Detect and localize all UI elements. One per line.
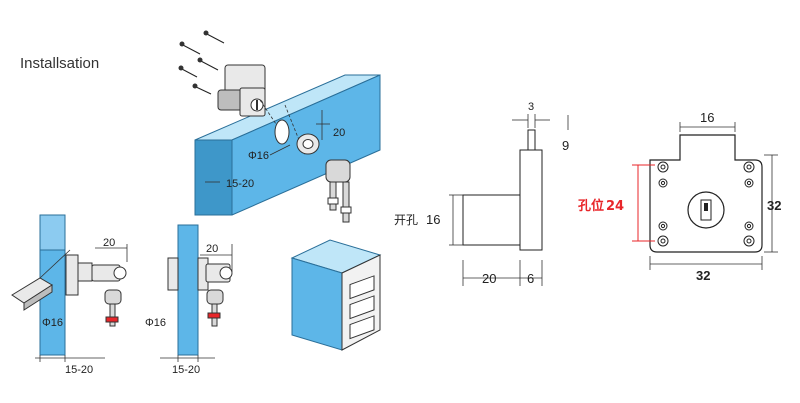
- side-right-diameter: Φ16: [145, 317, 166, 329]
- cabinet-icon: [290, 239, 382, 351]
- hole-position-label: 孔位: [578, 198, 604, 214]
- hole-value: 16: [426, 212, 440, 227]
- panel-side-face: [194, 139, 233, 216]
- key-icon: [206, 289, 224, 327]
- front-height-dim: 32: [767, 198, 781, 213]
- lock-body-icon: [217, 64, 266, 117]
- side-technical-drawing: 3 9 开孔 16 20 6: [394, 101, 569, 286]
- side-left-diameter: Φ16: [42, 317, 63, 329]
- side-view-left: 20 Φ16 15-20: [11, 214, 128, 376]
- lock-plate: [65, 254, 79, 296]
- body-depth-dim: 20: [482, 271, 496, 286]
- side-view-right: 20 Φ16 15-20: [145, 224, 233, 376]
- side-right-thickness: 15-20: [172, 364, 200, 376]
- bracket-icon: [11, 249, 71, 311]
- lock-body-profile: [462, 194, 521, 246]
- screw-icon: [178, 30, 225, 95]
- hole-label: 开孔: [394, 213, 418, 227]
- depth-dim-label: 20: [333, 127, 345, 139]
- front-width-dim: 32: [696, 268, 710, 283]
- side-right-depth: 20: [206, 243, 218, 255]
- title: Installsation: [20, 55, 99, 72]
- top-height-dim: 9: [562, 138, 569, 153]
- side-left-thickness: 15-20: [65, 364, 93, 376]
- diameter-dim-label: Φ16: [248, 150, 269, 162]
- lock-plate-profile: [519, 149, 543, 251]
- key-icon: [325, 159, 352, 223]
- front-technical-drawing: 16 孔位 24 32 32: [578, 110, 781, 283]
- thickness-dim-label: 15-20: [226, 178, 254, 190]
- panel-section: [177, 224, 199, 356]
- front-top-width: 16: [700, 110, 714, 125]
- isometric-installation: 20 Φ16 15-20: [178, 30, 381, 223]
- hole-ellipse: [274, 119, 290, 145]
- top-width-dim: 3: [528, 101, 534, 113]
- key-icon: [104, 289, 122, 327]
- plate-thickness-dim: 6: [527, 271, 534, 286]
- side-left-depth: 20: [103, 237, 115, 249]
- hole-position-value: 24: [606, 199, 624, 214]
